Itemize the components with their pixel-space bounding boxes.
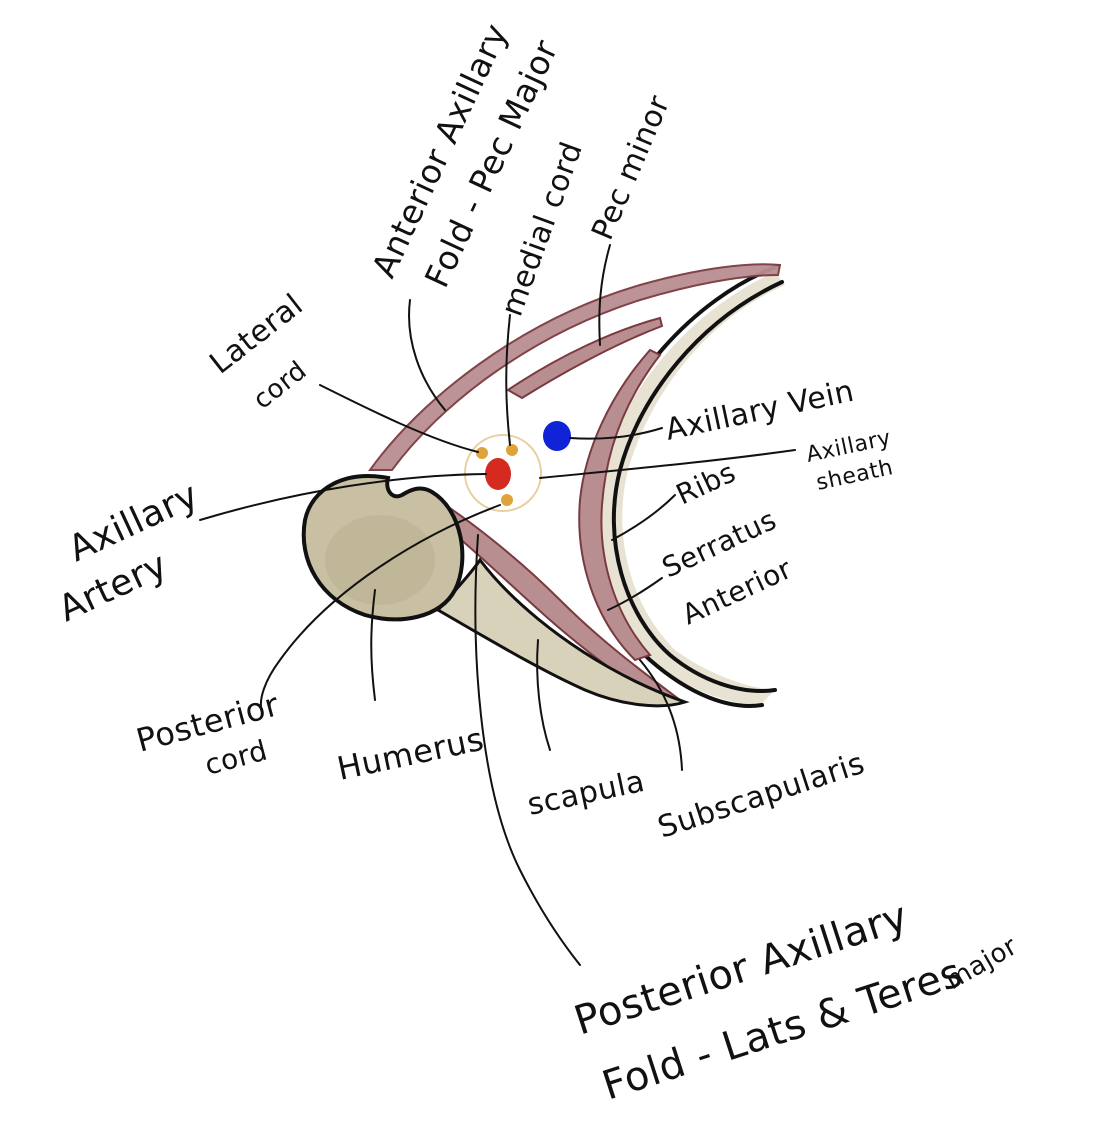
leader-medial-cord (505, 314, 511, 446)
leader-posterior-cord (260, 504, 501, 713)
posterior-cord-dot (501, 494, 513, 506)
label-pec-minor: Pec minor (585, 90, 677, 245)
leader-anterior-fold (408, 299, 446, 411)
label-humerus: Humerus (334, 720, 487, 788)
serratus-anterior-muscle (578, 348, 662, 662)
axillary-artery-line2: Artery (52, 544, 173, 630)
leader-scapula (536, 639, 551, 751)
axillary-sheath-circle (464, 434, 542, 512)
leader-axillary-sheath (539, 449, 796, 479)
label-posterior-cord: Posterior cord (132, 685, 283, 782)
humerus-head (301, 474, 465, 622)
posterior-fold-major: major (941, 931, 1023, 996)
scapula-bone (435, 557, 690, 708)
leader-axillary-artery (199, 473, 487, 521)
axillary-artery-dot (485, 458, 511, 490)
leader-pec-minor (598, 244, 611, 346)
humerus-shading (325, 515, 435, 605)
label-posterior-axillary-fold: Posterior Axillary Fold - Lats & Teres m… (569, 893, 1023, 1109)
leader-axillary-vein (569, 427, 663, 440)
leader-subscapularis (639, 659, 683, 771)
leader-posterior-fold (474, 534, 581, 966)
axillary-vein-dot (543, 421, 571, 451)
label-axillary-vein: Axillary Vein (662, 374, 857, 448)
pectoralis-major-muscle (368, 263, 782, 471)
label-axillary-artery: Axillary Artery (52, 475, 204, 631)
leader-lateral-cord (319, 384, 479, 453)
chest-wall-outer-edge (611, 280, 784, 693)
label-serratus-anterior: Serratus Anterior (657, 503, 797, 631)
lateral-cord-line2: cord (248, 356, 313, 416)
lateral-cord-dot (476, 447, 488, 459)
pectoralis-minor-muscle (506, 316, 664, 400)
leader-ribs (611, 494, 676, 541)
label-scapula: scapula (524, 764, 647, 823)
label-axillary-sheath: Axillary sheath (804, 426, 895, 496)
medial-cord-dot (506, 444, 518, 456)
label-subscapularis: Subscapularis (654, 746, 869, 846)
leader-humerus (370, 589, 376, 701)
leader-serratus (607, 577, 663, 611)
label-lateral-cord: Lateral cord (203, 287, 312, 415)
